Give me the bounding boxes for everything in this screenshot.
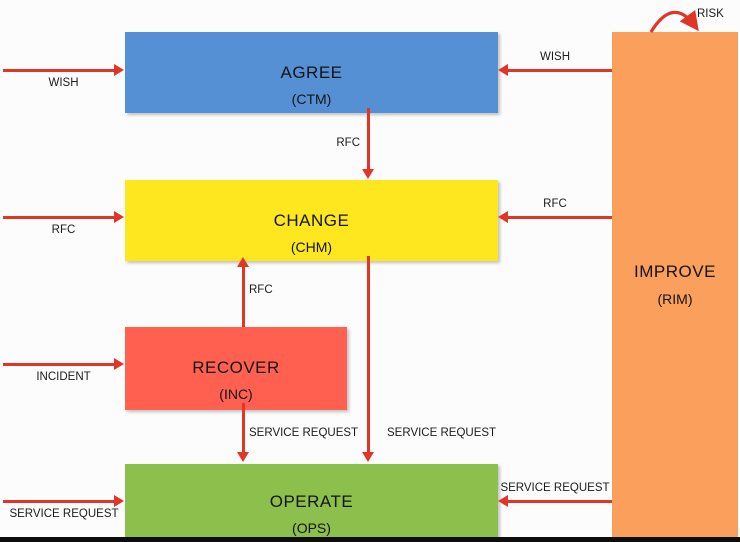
- change-box: CHANGE (CHM): [125, 180, 498, 261]
- service-request-into-operate-label: SERVICE REQUEST: [9, 508, 119, 520]
- bottom-border-bar: [0, 537, 740, 542]
- arrow-shaft: [505, 216, 612, 219]
- service-request-improve-to-operate-label: SERVICE REQUEST: [500, 482, 610, 494]
- agree-title: AGREE: [280, 63, 343, 82]
- rfc-arrow-recover-to-change: [237, 257, 249, 327]
- incident-arrow-into-recover: [3, 358, 124, 370]
- arrow-shaft: [367, 108, 370, 172]
- risk-self-loop-label: RISK: [697, 8, 724, 20]
- recover-subtitle: (INC): [219, 386, 253, 402]
- service-request-arrow-recover-to-operate: [237, 403, 249, 462]
- service-request-arrow-improve-to-operate: [498, 495, 612, 507]
- rfc-recover-to-change-label: RFC: [249, 284, 273, 296]
- service-request-arrow-into-operate: [3, 495, 124, 507]
- service-request-change-to-operate-label: SERVICE REQUEST: [387, 427, 497, 439]
- arrow-head-left-icon: [498, 495, 508, 507]
- rfc-arrow-agree-to-change: [362, 108, 374, 179]
- operate-title: OPERATE: [269, 492, 354, 511]
- change-subtitle: (CHM): [290, 239, 333, 255]
- service-request-recover-to-operate-label: SERVICE REQUEST: [249, 427, 359, 439]
- wish-arrow-into-agree: [3, 64, 124, 76]
- rfc-agree-to-change-label: RFC: [336, 137, 360, 149]
- agree-subtitle: (CTM): [291, 91, 332, 107]
- improve-title: IMPROVE: [634, 261, 716, 281]
- recover-box: RECOVER (INC): [125, 327, 347, 410]
- improve-subtitle: (RIM): [657, 290, 693, 307]
- improve-box: IMPROVE (RIM): [612, 32, 738, 537]
- rfc-improve-to-change-label: RFC: [543, 198, 567, 210]
- arrow-head-right-icon: [114, 64, 124, 76]
- arrow-head-down-icon: [362, 169, 374, 179]
- arrow-shaft: [242, 264, 245, 327]
- agree-box: AGREE (CTM): [125, 32, 498, 113]
- arrow-head-right-icon: [114, 211, 124, 223]
- operate-subtitle: (OPS): [292, 520, 331, 536]
- rfc-arrow-improve-to-change: [498, 211, 612, 223]
- arrow-head-right-icon: [114, 495, 124, 507]
- rfc-into-change-label: RFC: [51, 224, 76, 236]
- recover-title: RECOVER: [192, 358, 280, 377]
- arrow-shaft: [3, 216, 117, 219]
- arrow-shaft: [242, 403, 245, 455]
- incident-into-recover-label: INCIDENT: [36, 371, 91, 383]
- arrow-head-left-icon: [498, 64, 508, 76]
- arrow-head-right-icon: [114, 358, 124, 370]
- arrow-shaft: [505, 69, 612, 72]
- wish-arrow-improve-to-agree: [498, 64, 612, 76]
- arrow-shaft: [505, 500, 612, 503]
- service-request-arrow-change-to-operate: [362, 256, 374, 462]
- risk-self-loop-arrow-icon: [649, 10, 699, 33]
- arrow-shaft: [3, 69, 117, 72]
- arrow-head-down-icon: [237, 452, 249, 462]
- arrow-shaft: [3, 500, 117, 503]
- operate-box: OPERATE (OPS): [125, 464, 498, 541]
- wish-improve-to-agree-label: WISH: [539, 51, 571, 63]
- arrow-shaft: [3, 363, 117, 366]
- arrow-head-left-icon: [498, 211, 508, 223]
- arrow-head-down-icon: [362, 452, 374, 462]
- arrow-shaft: [367, 256, 370, 455]
- rfc-arrow-into-change: [3, 211, 124, 223]
- arrow-head-up-icon: [237, 257, 249, 267]
- wish-into-agree-label: WISH: [48, 77, 79, 89]
- change-title: CHANGE: [273, 211, 350, 230]
